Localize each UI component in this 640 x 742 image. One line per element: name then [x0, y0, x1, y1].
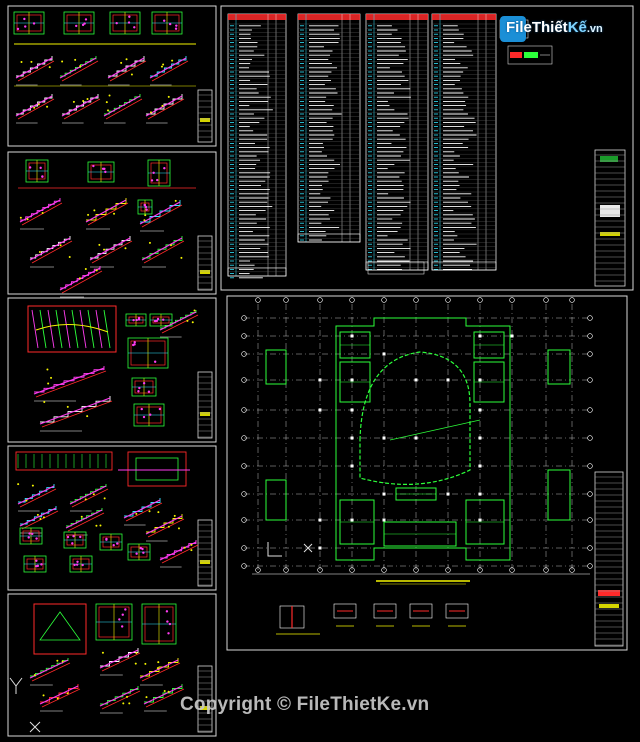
sheet-1-details	[13, 11, 196, 124]
ucs-axis-icon	[9, 677, 41, 733]
schedule-legend	[507, 45, 553, 65]
logo-badge	[500, 16, 526, 42]
title-block-rows	[198, 94, 625, 732]
floor-plan	[241, 297, 593, 635]
rebar-schedule-tables	[227, 13, 529, 279]
logo-text: FileThiếtKế.vn	[506, 19, 603, 36]
ucs-axis-icon	[267, 542, 313, 557]
left-sheet-frames	[7, 5, 217, 737]
title-blocks	[197, 89, 626, 733]
sheet-5-details	[29, 603, 185, 714]
filethietke-logo: FileThiếtKế.vn	[500, 16, 616, 42]
sheet-4-details	[15, 451, 199, 573]
sheet-3-details	[27, 305, 199, 432]
copyright-watermark: Copyright © FileThietKe.vn	[180, 694, 430, 715]
sheet-2-details	[18, 159, 196, 298]
right-sheet-frames	[220, 5, 634, 651]
title-block-fills	[200, 118, 620, 710]
